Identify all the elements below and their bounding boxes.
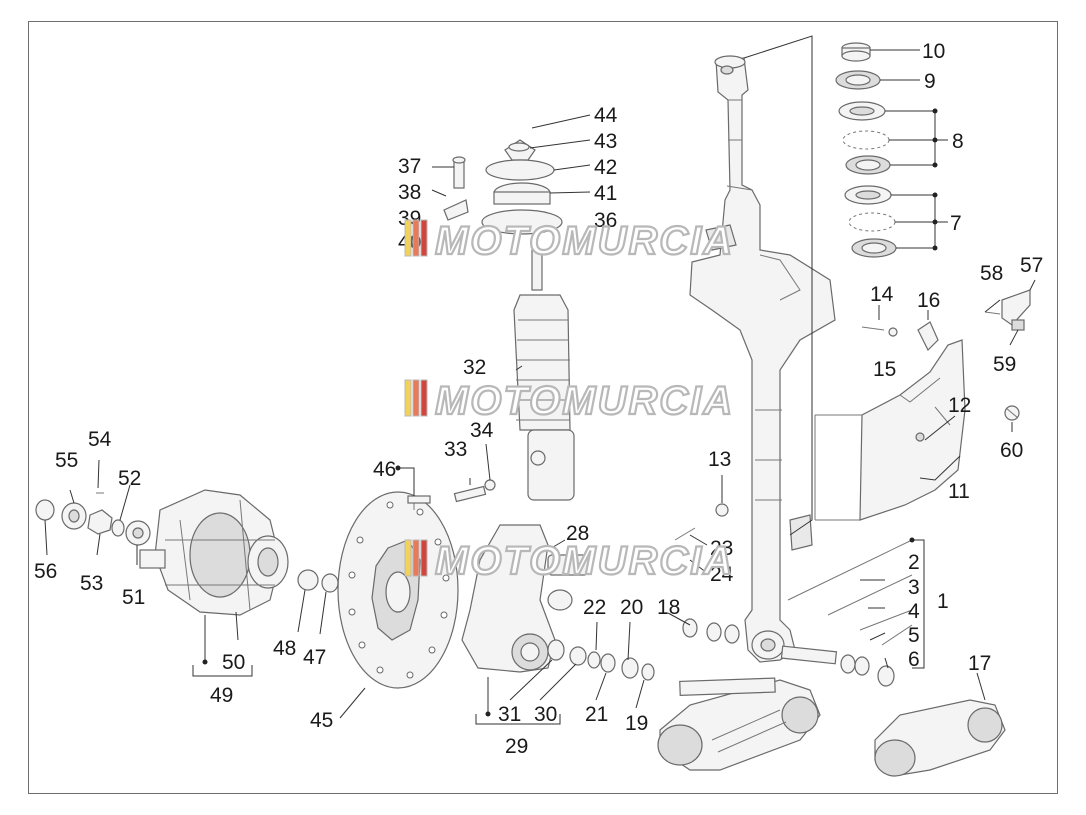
part-label-60: 60 (1000, 439, 1023, 462)
part-label-44: 44 (594, 104, 618, 127)
bushings-set (682, 618, 895, 687)
brake-disc (337, 491, 459, 689)
clip-60 (1004, 405, 1020, 421)
bracket-line (743, 35, 813, 536)
bolt-37 (443, 156, 469, 221)
part-label-1: 1 (937, 590, 949, 613)
part-label-10: 10 (922, 40, 945, 63)
screws-14-16 (861, 321, 951, 426)
watermark-stripe-1 (404, 379, 412, 417)
part-label-7: 7 (950, 212, 962, 235)
part-label-18: 18 (657, 596, 680, 619)
part-label-23: 23 (710, 537, 733, 560)
swing-arm (657, 677, 821, 771)
bracket-57 (984, 289, 1031, 331)
watermark-stripe-2 (412, 379, 420, 417)
watermark-text: MOTOMURCIA (435, 379, 734, 423)
part-label-14: 14 (870, 283, 894, 306)
watermark-text: MOTOMURCIA (435, 219, 734, 263)
part-label-55: 55 (55, 449, 78, 472)
part-label-59: 59 (993, 353, 1016, 376)
steering-bearings (835, 42, 897, 258)
part-label-24: 24 (710, 563, 734, 586)
part-label-9: 9 (924, 70, 936, 93)
diagram-frame (28, 21, 1058, 794)
part-label-13: 13 (708, 448, 731, 471)
part-label-58: 58 (980, 262, 1003, 285)
part-label-32: 32 (463, 356, 486, 379)
leader-group-1 (787, 539, 913, 646)
part-label-29: 29 (505, 735, 528, 758)
part-label-12: 12 (948, 394, 971, 417)
part-label-34: 34 (470, 419, 494, 442)
part-label-53: 53 (80, 572, 103, 595)
part-label-6: 6 (908, 648, 920, 671)
watermark-2: MOTOMURCIA (404, 378, 734, 424)
watermark-stripe-1 (404, 219, 412, 257)
part-label-46: 46 (373, 458, 396, 481)
part-label-2: 2 (908, 551, 920, 574)
part-label-50: 50 (222, 651, 245, 674)
part-label-28: 28 (566, 522, 589, 545)
part-label-41: 41 (594, 182, 617, 205)
watermark-1: MOTOMURCIA (404, 218, 734, 264)
part-label-54: 54 (88, 428, 112, 451)
part-label-48: 48 (273, 637, 296, 660)
part-label-52: 52 (118, 467, 141, 490)
leader-dots (202, 108, 938, 717)
part-label-30: 30 (534, 703, 557, 726)
watermark-text: MOTOMURCIA (435, 539, 734, 583)
watermark-3: MOTOMURCIA (404, 538, 734, 584)
part-label-42: 42 (594, 156, 617, 179)
part-label-15: 15 (873, 358, 896, 381)
watermark-stripe-3 (420, 539, 428, 577)
swing-arm-17 (874, 699, 1006, 777)
mudguard (814, 339, 966, 521)
part-label-21: 21 (585, 703, 608, 726)
part-label-45: 45 (310, 709, 333, 732)
part-label-36: 36 (594, 209, 617, 232)
watermark-stripe-3 (420, 219, 428, 257)
watermark-stripe-2 (412, 539, 420, 577)
part-label-5: 5 (908, 624, 920, 647)
part-label-56: 56 (34, 560, 57, 583)
part-label-19: 19 (625, 712, 648, 735)
spacer-parts (547, 639, 655, 681)
part-label-33: 33 (444, 438, 467, 461)
shock-absorber (481, 139, 575, 501)
wheel-hub (139, 489, 289, 616)
part-label-37: 37 (398, 155, 421, 178)
part-label-17: 17 (968, 652, 991, 675)
part-labels: 1 2 3 4 5 6 7 8 9 10 11 12 13 14 15 16 1… (34, 40, 1043, 758)
part-label-49: 49 (210, 684, 233, 707)
part-label-22: 22 (583, 596, 606, 619)
part-label-31: 31 (498, 703, 521, 726)
part-label-57: 57 (1020, 254, 1043, 277)
part-label-43: 43 (594, 130, 617, 153)
part-label-20: 20 (620, 596, 643, 619)
watermark-stripe-3 (420, 379, 428, 417)
hub-bearings (35, 492, 339, 593)
part-label-8: 8 (952, 130, 964, 153)
part-label-11: 11 (948, 480, 970, 503)
leader-lines (44, 49, 1036, 725)
watermark-stripe-1 (404, 539, 412, 577)
watermark-stripe-2 (412, 219, 420, 257)
bolt-46-body (407, 495, 431, 504)
part-label-47: 47 (303, 646, 326, 669)
screws-33-34 (453, 479, 729, 541)
knuckle (461, 524, 589, 673)
part-label-16: 16 (917, 289, 940, 312)
part-label-38: 38 (398, 181, 421, 204)
part-label-3: 3 (908, 576, 920, 599)
part-label-4: 4 (908, 600, 920, 623)
steering-tube (689, 55, 836, 663)
part-label-51: 51 (122, 586, 145, 609)
